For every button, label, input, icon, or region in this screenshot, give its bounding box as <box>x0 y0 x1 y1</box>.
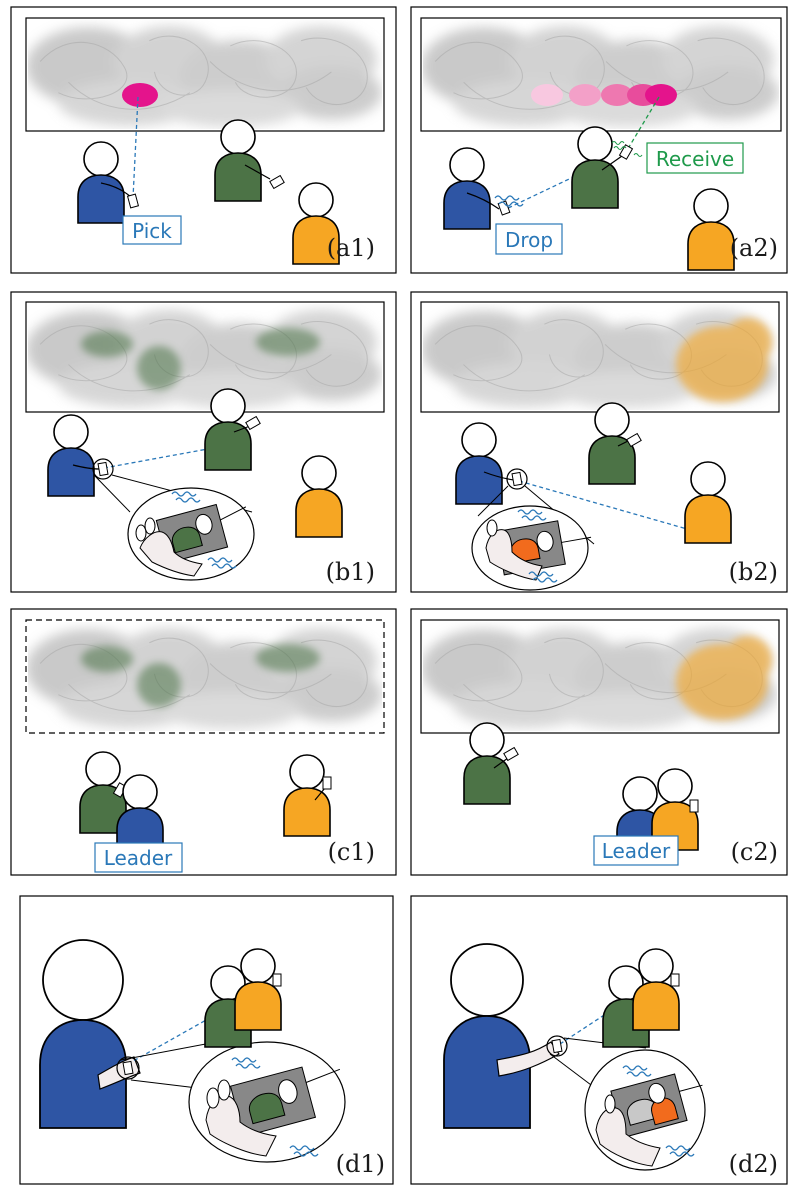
pointing-ray <box>132 96 139 199</box>
panel-label: (a1) <box>327 234 375 262</box>
panel-frame <box>10 6 397 274</box>
person-icon <box>455 422 503 505</box>
panel-c1: Leader (c1) <box>10 608 397 876</box>
panel-label: (d2) <box>729 1150 778 1178</box>
panel-frame <box>410 895 788 1185</box>
tag-drop-label: Drop <box>505 228 553 252</box>
zoom-bubble <box>127 487 255 581</box>
panel-frame <box>410 6 788 274</box>
highlight-green <box>81 644 320 707</box>
arm <box>496 1041 560 1077</box>
person-icon <box>684 461 732 544</box>
tag-receive-label: Receive <box>656 147 734 171</box>
tag-leader <box>94 842 183 873</box>
person-icon <box>443 147 491 230</box>
panel-frame <box>10 291 397 593</box>
person-icon <box>283 754 331 837</box>
phone-icon <box>670 973 680 987</box>
person-icon <box>463 722 511 805</box>
phone-icon <box>122 1060 134 1076</box>
phone-icon <box>551 1038 563 1054</box>
tag-receive <box>646 142 744 174</box>
person-icon <box>687 188 735 271</box>
panel-label: (a2) <box>730 234 778 262</box>
hand-icon <box>205 1079 277 1157</box>
highlight-green <box>81 328 320 390</box>
person-icon <box>77 141 125 224</box>
person-icon <box>443 943 531 1129</box>
panel-frame <box>19 895 394 1185</box>
hand-icon <box>485 519 543 581</box>
panel-frame <box>410 608 788 876</box>
person-icon <box>234 948 282 1031</box>
panel-label: (b2) <box>729 558 778 586</box>
drag-trail <box>531 84 677 106</box>
zoom-bubble <box>471 505 592 591</box>
panel-frame <box>10 608 397 876</box>
person-icon <box>39 939 127 1129</box>
phone-icon <box>322 776 332 790</box>
panel-label: (c2) <box>731 838 778 866</box>
magnifier-icon <box>506 468 528 490</box>
phone-icon <box>503 747 519 761</box>
person-icon <box>214 119 262 202</box>
panel-b2: (b2) <box>410 291 788 593</box>
phone-icon <box>272 973 282 987</box>
panel-b1: (b1) <box>10 291 397 593</box>
phone-icon <box>269 175 285 189</box>
wall-content <box>421 26 779 127</box>
wave-icon <box>611 140 643 158</box>
person-icon <box>295 455 343 538</box>
panel-c2: Leader (c2) <box>410 608 788 876</box>
phone-icon <box>245 416 261 430</box>
highlight-orange <box>676 318 772 402</box>
tag-leader-label: Leader <box>104 846 173 870</box>
phone-icon <box>689 799 699 813</box>
zoom-bubble <box>188 1041 346 1163</box>
phone-icon <box>511 471 523 487</box>
tag-leader <box>593 835 679 866</box>
person-icon <box>571 126 619 209</box>
magnifier-icon <box>546 1035 568 1057</box>
panel-d2: (d2) <box>410 895 788 1185</box>
hand-icon <box>135 517 203 577</box>
wall-content <box>26 310 382 408</box>
person-icon <box>588 402 636 485</box>
selected-object <box>122 83 158 107</box>
tag-pick-label: Pick <box>132 219 172 243</box>
person-icon <box>632 948 680 1031</box>
magnifier-icon <box>92 458 114 480</box>
panel-d1: (d1) <box>19 895 394 1185</box>
tag-leader-label: Leader <box>602 839 671 863</box>
magnifier-icon <box>116 1056 140 1080</box>
panel-a2: Receive Drop (a2) <box>410 6 788 274</box>
zoom-bubble <box>584 1049 706 1171</box>
panel-label: (c1) <box>328 838 375 866</box>
panel-frame <box>410 291 788 593</box>
person-icon <box>47 414 95 497</box>
wall-content <box>26 628 382 729</box>
person-icon <box>204 388 252 471</box>
tag-pick <box>122 215 182 245</box>
panel-a1: Pick (a1) <box>10 6 397 274</box>
wall-content <box>26 26 382 127</box>
highlight-orange <box>676 636 772 720</box>
tag-drop <box>495 223 563 255</box>
phone-icon <box>97 461 109 477</box>
panel-label: (d1) <box>336 1150 385 1178</box>
phone-icon <box>127 193 139 209</box>
hand-icon <box>595 1094 661 1167</box>
panel-label: (b1) <box>326 558 375 586</box>
